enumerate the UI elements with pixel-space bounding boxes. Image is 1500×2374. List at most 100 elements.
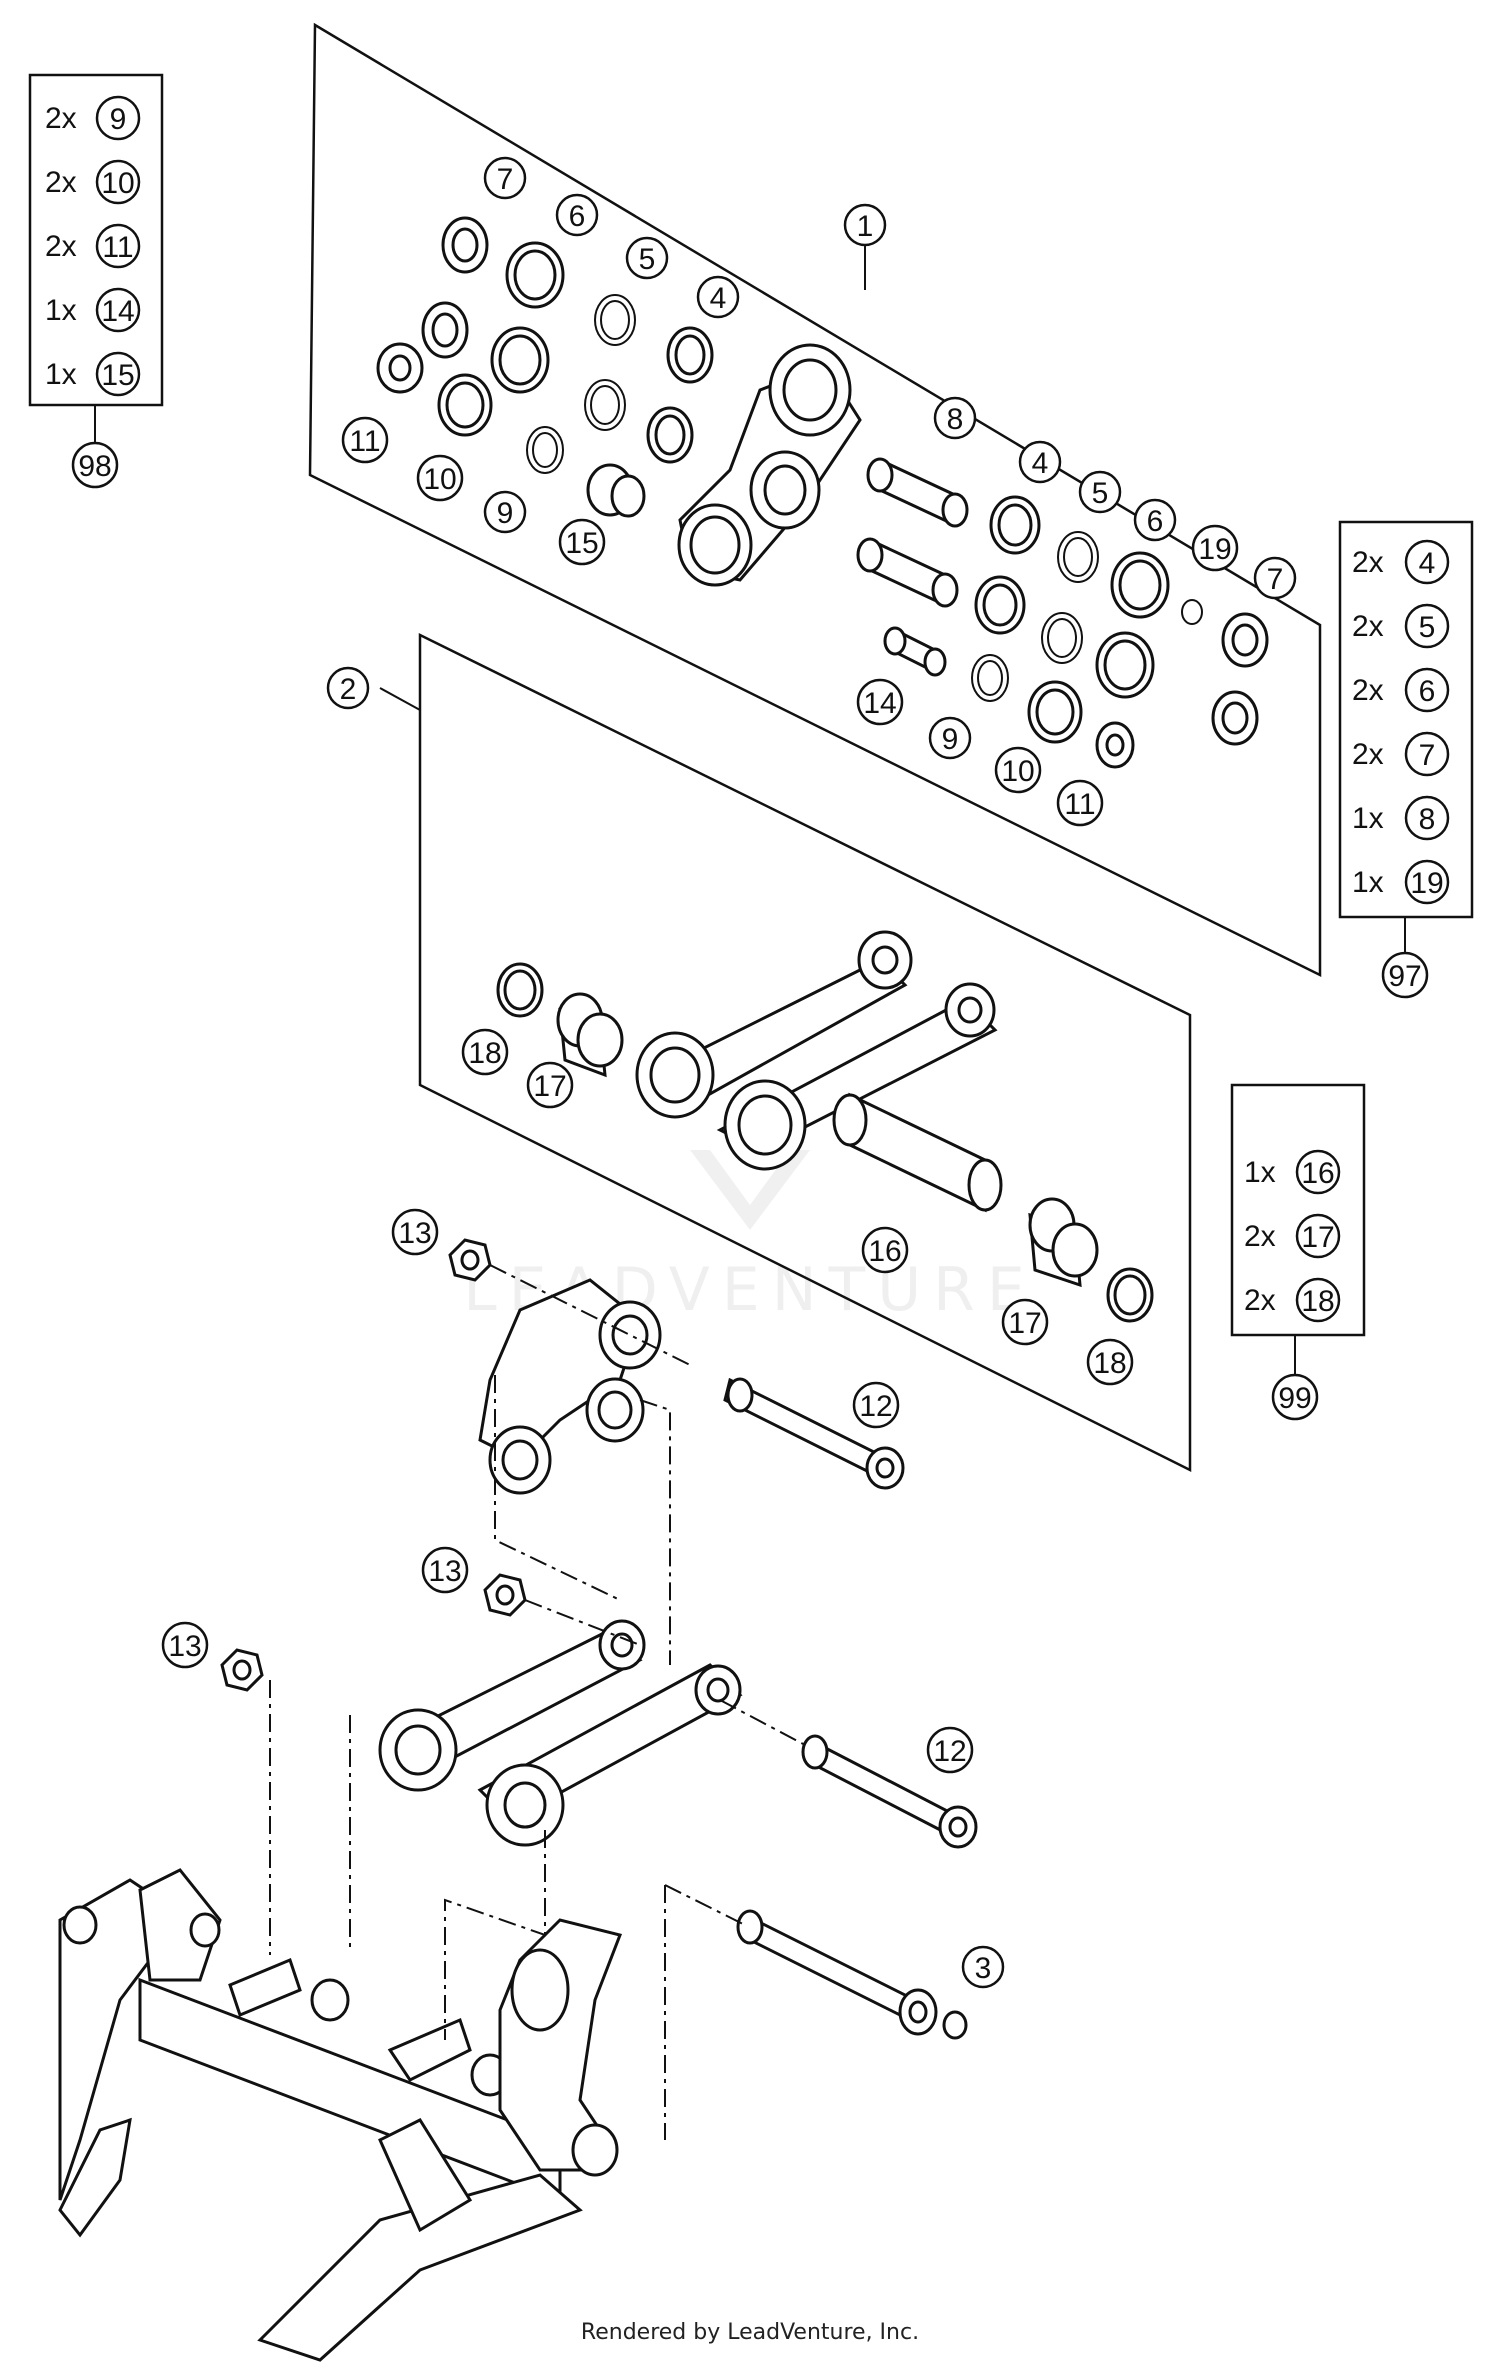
- callout-11-right[interactable]: 11: [1056, 779, 1104, 827]
- svg-text:98: 98: [78, 450, 111, 483]
- kit-98-label[interactable]: 98: [71, 441, 119, 489]
- svg-text:13: 13: [428, 1555, 461, 1588]
- kit-97-label[interactable]: 97: [1381, 951, 1429, 999]
- svg-text:2x: 2x: [1244, 1284, 1276, 1317]
- sleeve-part-16: [832, 1092, 1003, 1213]
- callout-13-top[interactable]: 13: [391, 1208, 439, 1256]
- bushing-part-17-right: [1028, 1197, 1099, 1288]
- svg-text:10: 10: [423, 463, 456, 496]
- callout-12-top[interactable]: 12: [852, 1381, 900, 1429]
- bushing-part-15: [586, 463, 646, 518]
- kit-97-row-3: 2x 6: [1352, 667, 1450, 713]
- washer-part-5: [594, 294, 636, 346]
- bearing-right-lower: [1211, 690, 1259, 746]
- callout-4-left[interactable]: 4: [696, 275, 740, 319]
- svg-text:9: 9: [497, 497, 514, 530]
- bolt-part-12-top: [723, 1377, 905, 1490]
- pull-rod-assembled: [378, 1619, 743, 1847]
- svg-text:8: 8: [947, 403, 964, 436]
- callout-6-right[interactable]: 6: [1133, 498, 1177, 542]
- svg-text:15: 15: [101, 359, 134, 392]
- seal-ring-part-6: [505, 241, 565, 309]
- seal-ring-right-2: [1095, 631, 1155, 699]
- washer-right-part-5: [1057, 531, 1099, 583]
- ring-part-19: [1181, 599, 1203, 625]
- bolt-part-3: [736, 1909, 968, 2040]
- callout-4-right[interactable]: 4: [1018, 440, 1062, 484]
- panel-1-parts: [376, 216, 1269, 769]
- svg-text:1x: 1x: [45, 358, 77, 391]
- callout-2[interactable]: 2: [326, 666, 370, 710]
- bushing-right-part-4: [989, 495, 1041, 555]
- callout-17-right[interactable]: 17: [1001, 1298, 1049, 1346]
- svg-text:1x: 1x: [1352, 866, 1384, 899]
- leader-2: [379, 687, 421, 711]
- callout-14[interactable]: 14: [856, 678, 904, 726]
- callout-7-left[interactable]: 7: [483, 156, 527, 200]
- callout-12-bottom[interactable]: 12: [926, 1726, 974, 1774]
- kit-99-box: [1230, 1083, 1366, 1337]
- callout-11-left[interactable]: 11: [341, 416, 389, 464]
- svg-text:4: 4: [1032, 447, 1049, 480]
- svg-text:11: 11: [349, 425, 380, 458]
- kit-98-row-2: 2x 10: [45, 159, 141, 205]
- svg-text:12: 12: [859, 1390, 892, 1423]
- footer-credit: Rendered by LeadVenture, Inc.: [580, 2320, 920, 2345]
- kit-97-row-4: 2x 7: [1352, 731, 1450, 777]
- svg-text:6: 6: [569, 200, 586, 233]
- kit-98-row-5: 1x 15: [45, 351, 141, 397]
- nut-part-13-top: [448, 1238, 492, 1282]
- callout-17-left[interactable]: 17: [526, 1061, 574, 1109]
- callout-7-right[interactable]: 7: [1253, 556, 1297, 600]
- callout-16[interactable]: 16: [861, 1226, 909, 1274]
- svg-text:1x: 1x: [1352, 802, 1384, 835]
- callout-9-right[interactable]: 9: [928, 716, 972, 760]
- kit-99-label[interactable]: 99: [1271, 1373, 1319, 1421]
- bushing-right-2: [974, 575, 1026, 635]
- svg-text:99: 99: [1278, 1382, 1311, 1415]
- bearing-left-upper: [421, 301, 469, 359]
- kit-99: 1x 16 2x 17 2x 18 99: [1230, 1083, 1366, 1421]
- svg-text:4: 4: [1419, 547, 1436, 580]
- svg-text:5: 5: [1419, 611, 1436, 644]
- callout-5-right[interactable]: 5: [1078, 470, 1122, 514]
- svg-text:18: 18: [468, 1037, 501, 1070]
- kit-97: 2x 4 2x 5 2x 6 2x 7 1x 8 1x 19: [1338, 520, 1474, 999]
- svg-text:1: 1: [857, 210, 874, 243]
- svg-text:1x: 1x: [1244, 1156, 1276, 1189]
- callout-13-left[interactable]: 13: [161, 1621, 209, 1669]
- callout-8[interactable]: 8: [933, 396, 977, 440]
- kit-97-row-2: 2x 5: [1352, 603, 1450, 649]
- washer-right-part-9: [971, 654, 1009, 702]
- callout-10-left[interactable]: 10: [416, 454, 464, 502]
- kit-98: 2x 9 2x 10 2x 11 1x 14 1x 15 98: [28, 73, 164, 489]
- callout-10-right[interactable]: 10: [994, 746, 1042, 794]
- callout-3[interactable]: 3: [961, 1945, 1005, 1989]
- callout-18-left[interactable]: 18: [461, 1028, 509, 1076]
- bearing-right-part-7: [1221, 612, 1269, 668]
- callout-5-left[interactable]: 5: [625, 236, 669, 280]
- svg-text:6: 6: [1147, 505, 1164, 538]
- svg-text:7: 7: [1419, 739, 1436, 772]
- svg-text:13: 13: [398, 1217, 431, 1250]
- callout-13-middle[interactable]: 13: [421, 1546, 469, 1594]
- callout-6-left[interactable]: 6: [555, 193, 599, 237]
- linkage-lever-part-1: [677, 343, 862, 587]
- callout-15[interactable]: 15: [558, 518, 606, 566]
- callout-1[interactable]: 1: [843, 203, 887, 247]
- svg-text:9: 9: [110, 103, 127, 136]
- svg-text:1x: 1x: [45, 294, 77, 327]
- svg-text:2x: 2x: [1352, 738, 1384, 771]
- kit-99-row-3: 2x 18: [1244, 1277, 1341, 1323]
- bearing-part-11: [376, 342, 424, 394]
- callout-18-right[interactable]: 18: [1086, 1338, 1134, 1386]
- callout-19[interactable]: 19: [1191, 524, 1239, 572]
- callouts: 1 2 3 7 6 5 4 11 10 9 15 8 4 5 6 19 7 14…: [161, 156, 1297, 1989]
- callout-9-left[interactable]: 9: [483, 490, 527, 534]
- kit-98-row-4: 1x 14: [45, 287, 141, 333]
- svg-text:19: 19: [1410, 867, 1443, 900]
- svg-text:13: 13: [168, 1630, 201, 1663]
- svg-text:11: 11: [102, 231, 133, 264]
- seal-ring-part-10: [437, 373, 493, 437]
- svg-text:2x: 2x: [1244, 1220, 1276, 1253]
